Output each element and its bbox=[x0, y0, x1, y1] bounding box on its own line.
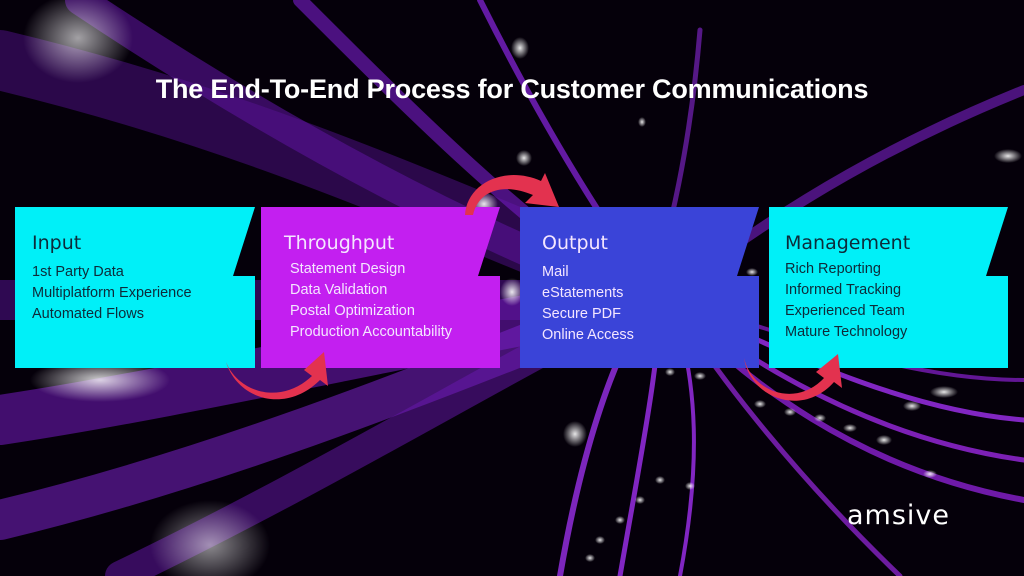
stage-throughput-shape bbox=[261, 207, 500, 368]
stage-item: Automated Flows bbox=[32, 306, 145, 322]
stage-item: Postal Optimization bbox=[290, 303, 415, 319]
stage-item: Secure PDF bbox=[542, 306, 621, 322]
stage-heading: Input bbox=[32, 232, 82, 254]
stage-item: Experienced Team bbox=[785, 303, 905, 319]
stage-management: Management Rich Reporting Informed Track… bbox=[769, 207, 1008, 368]
stage-items: Rich Reporting Informed Tracking Experie… bbox=[785, 259, 907, 343]
stage-item: 1st Party Data bbox=[32, 264, 124, 280]
stage-item: Online Access bbox=[542, 327, 634, 343]
page-title: The End-To-End Process for Customer Comm… bbox=[155, 74, 869, 104]
stage-heading: Management bbox=[785, 232, 911, 254]
stage-input-shape bbox=[15, 207, 255, 368]
stage-item: Multiplatform Experience bbox=[32, 285, 192, 301]
stage-management-shape bbox=[769, 207, 1008, 368]
stage-item: Statement Design bbox=[290, 261, 406, 277]
stage-heading: Output bbox=[542, 232, 608, 254]
stage-input: Input 1st Party Data Multiplatform Exper… bbox=[15, 207, 255, 368]
stage-item: eStatements bbox=[542, 285, 624, 301]
stage-items: Statement Design Data Validation Postal … bbox=[290, 259, 452, 343]
curved-arrow-icon bbox=[744, 354, 842, 401]
stage-item: Production Accountability bbox=[290, 324, 453, 340]
curved-arrow-icon bbox=[226, 352, 328, 400]
stage-item: Mature Technology bbox=[785, 324, 908, 340]
stage-output-shape bbox=[520, 207, 759, 368]
glow-orbs bbox=[23, 0, 1022, 576]
stage-item: Rich Reporting bbox=[785, 261, 881, 277]
curved-arrow-icon bbox=[465, 173, 559, 215]
amsive-logo: amsive bbox=[847, 500, 951, 531]
stage-item: Data Validation bbox=[290, 282, 388, 298]
stage-items: Mail eStatements Secure PDF Online Acces… bbox=[542, 262, 634, 346]
stage-item: Mail bbox=[542, 264, 569, 280]
stage-output: Output Mail eStatements Secure PDF Onlin… bbox=[520, 207, 759, 368]
stage-heading: Throughput bbox=[284, 232, 395, 254]
stage-items: 1st Party Data Multiplatform Experience … bbox=[32, 262, 192, 325]
stage-item: Informed Tracking bbox=[785, 282, 902, 298]
stage-throughput: Throughput Statement Design Data Validat… bbox=[261, 207, 500, 368]
